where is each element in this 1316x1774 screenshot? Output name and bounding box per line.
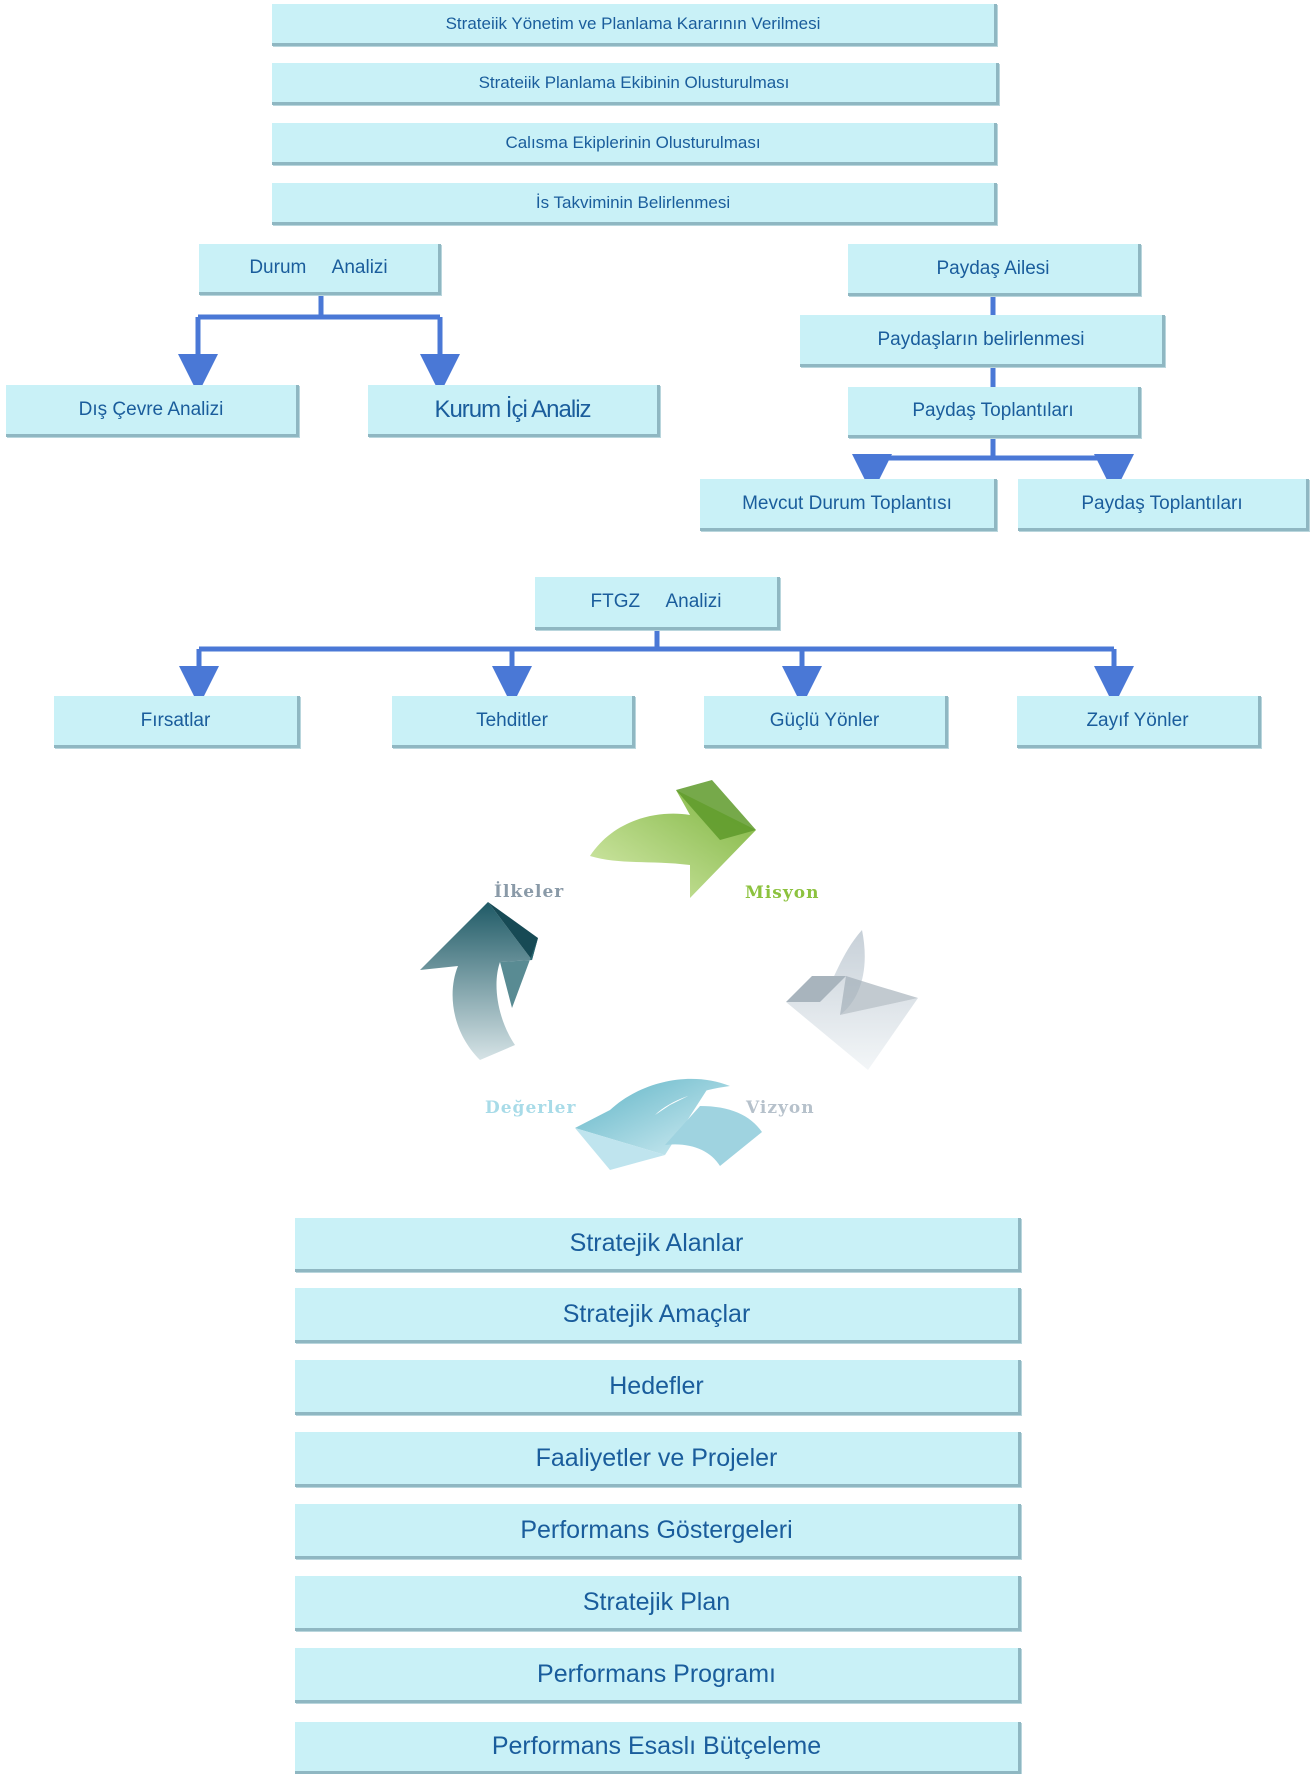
plan-step-8: Performans Esaslı Bütçeleme: [295, 1722, 1021, 1774]
firsatlar-box: Fırsatlar: [54, 696, 300, 748]
plan-step-3: Hedefler: [295, 1360, 1021, 1415]
cycle-label-degerler: Değerler: [485, 1098, 577, 1118]
arrow-green-icon: [590, 780, 756, 898]
setup-step-3: Calısma Ekiplerinin Olusturulması: [272, 123, 997, 165]
cycle-label-misyon: Misyon: [745, 883, 820, 903]
mevcut-durum-toplantisi-box: Mevcut Durum Toplantısı: [700, 479, 997, 531]
ftgz-analizi-box: FTGZ Analizi: [535, 577, 780, 630]
arrow-dark-teal-icon: [420, 902, 538, 1060]
plan-step-7: Performans Programı: [295, 1648, 1021, 1703]
paydas-ailesi-box: Paydaş Ailesi: [848, 244, 1141, 296]
guclu-yonler-box: Güçlü Yönler: [704, 696, 948, 748]
plan-step-5: Performans Göstergeleri: [295, 1504, 1021, 1559]
plan-step-4: Faaliyetler ve Projeler: [295, 1432, 1021, 1487]
arrow-light-icon: [786, 930, 918, 1070]
setup-step-4: İs Takviminin Belirlenmesi: [272, 183, 997, 225]
plan-step-1: Stratejik Alanlar: [295, 1218, 1021, 1272]
cycle-diagram: [420, 780, 918, 1170]
tehditler-box: Tehditler: [392, 696, 635, 748]
setup-step-2: Strateiik Planlama Ekibinin Olusturulmas…: [272, 63, 999, 105]
paydas-toplantilari-box: Paydaş Toplantıları: [848, 387, 1141, 438]
arrow-cyan-icon: [575, 1078, 762, 1170]
cycle-label-ilkeler: İlkeler: [494, 882, 565, 902]
zayif-yonler-box: Zayıf Yönler: [1017, 696, 1261, 748]
kurum-ici-analiz-box: Kurum İçi Analiz: [368, 385, 660, 437]
durum-analizi-box: Durum Analizi: [199, 244, 441, 295]
setup-step-1: Strateiik Yönetim ve Planlama Kararının …: [272, 4, 997, 46]
plan-step-6: Stratejik Plan: [295, 1576, 1021, 1631]
dis-cevre-analizi-box: Dış Çevre Analizi: [6, 385, 299, 437]
paydas-toplantilari-2-box: Paydaş Toplantıları: [1018, 479, 1309, 531]
paydaslarin-belirlenmesi-box: Paydaşların belirlenmesi: [800, 315, 1165, 367]
plan-step-2: Stratejik Amaçlar: [295, 1288, 1021, 1343]
cycle-label-vizyon: Vizyon: [746, 1098, 815, 1118]
